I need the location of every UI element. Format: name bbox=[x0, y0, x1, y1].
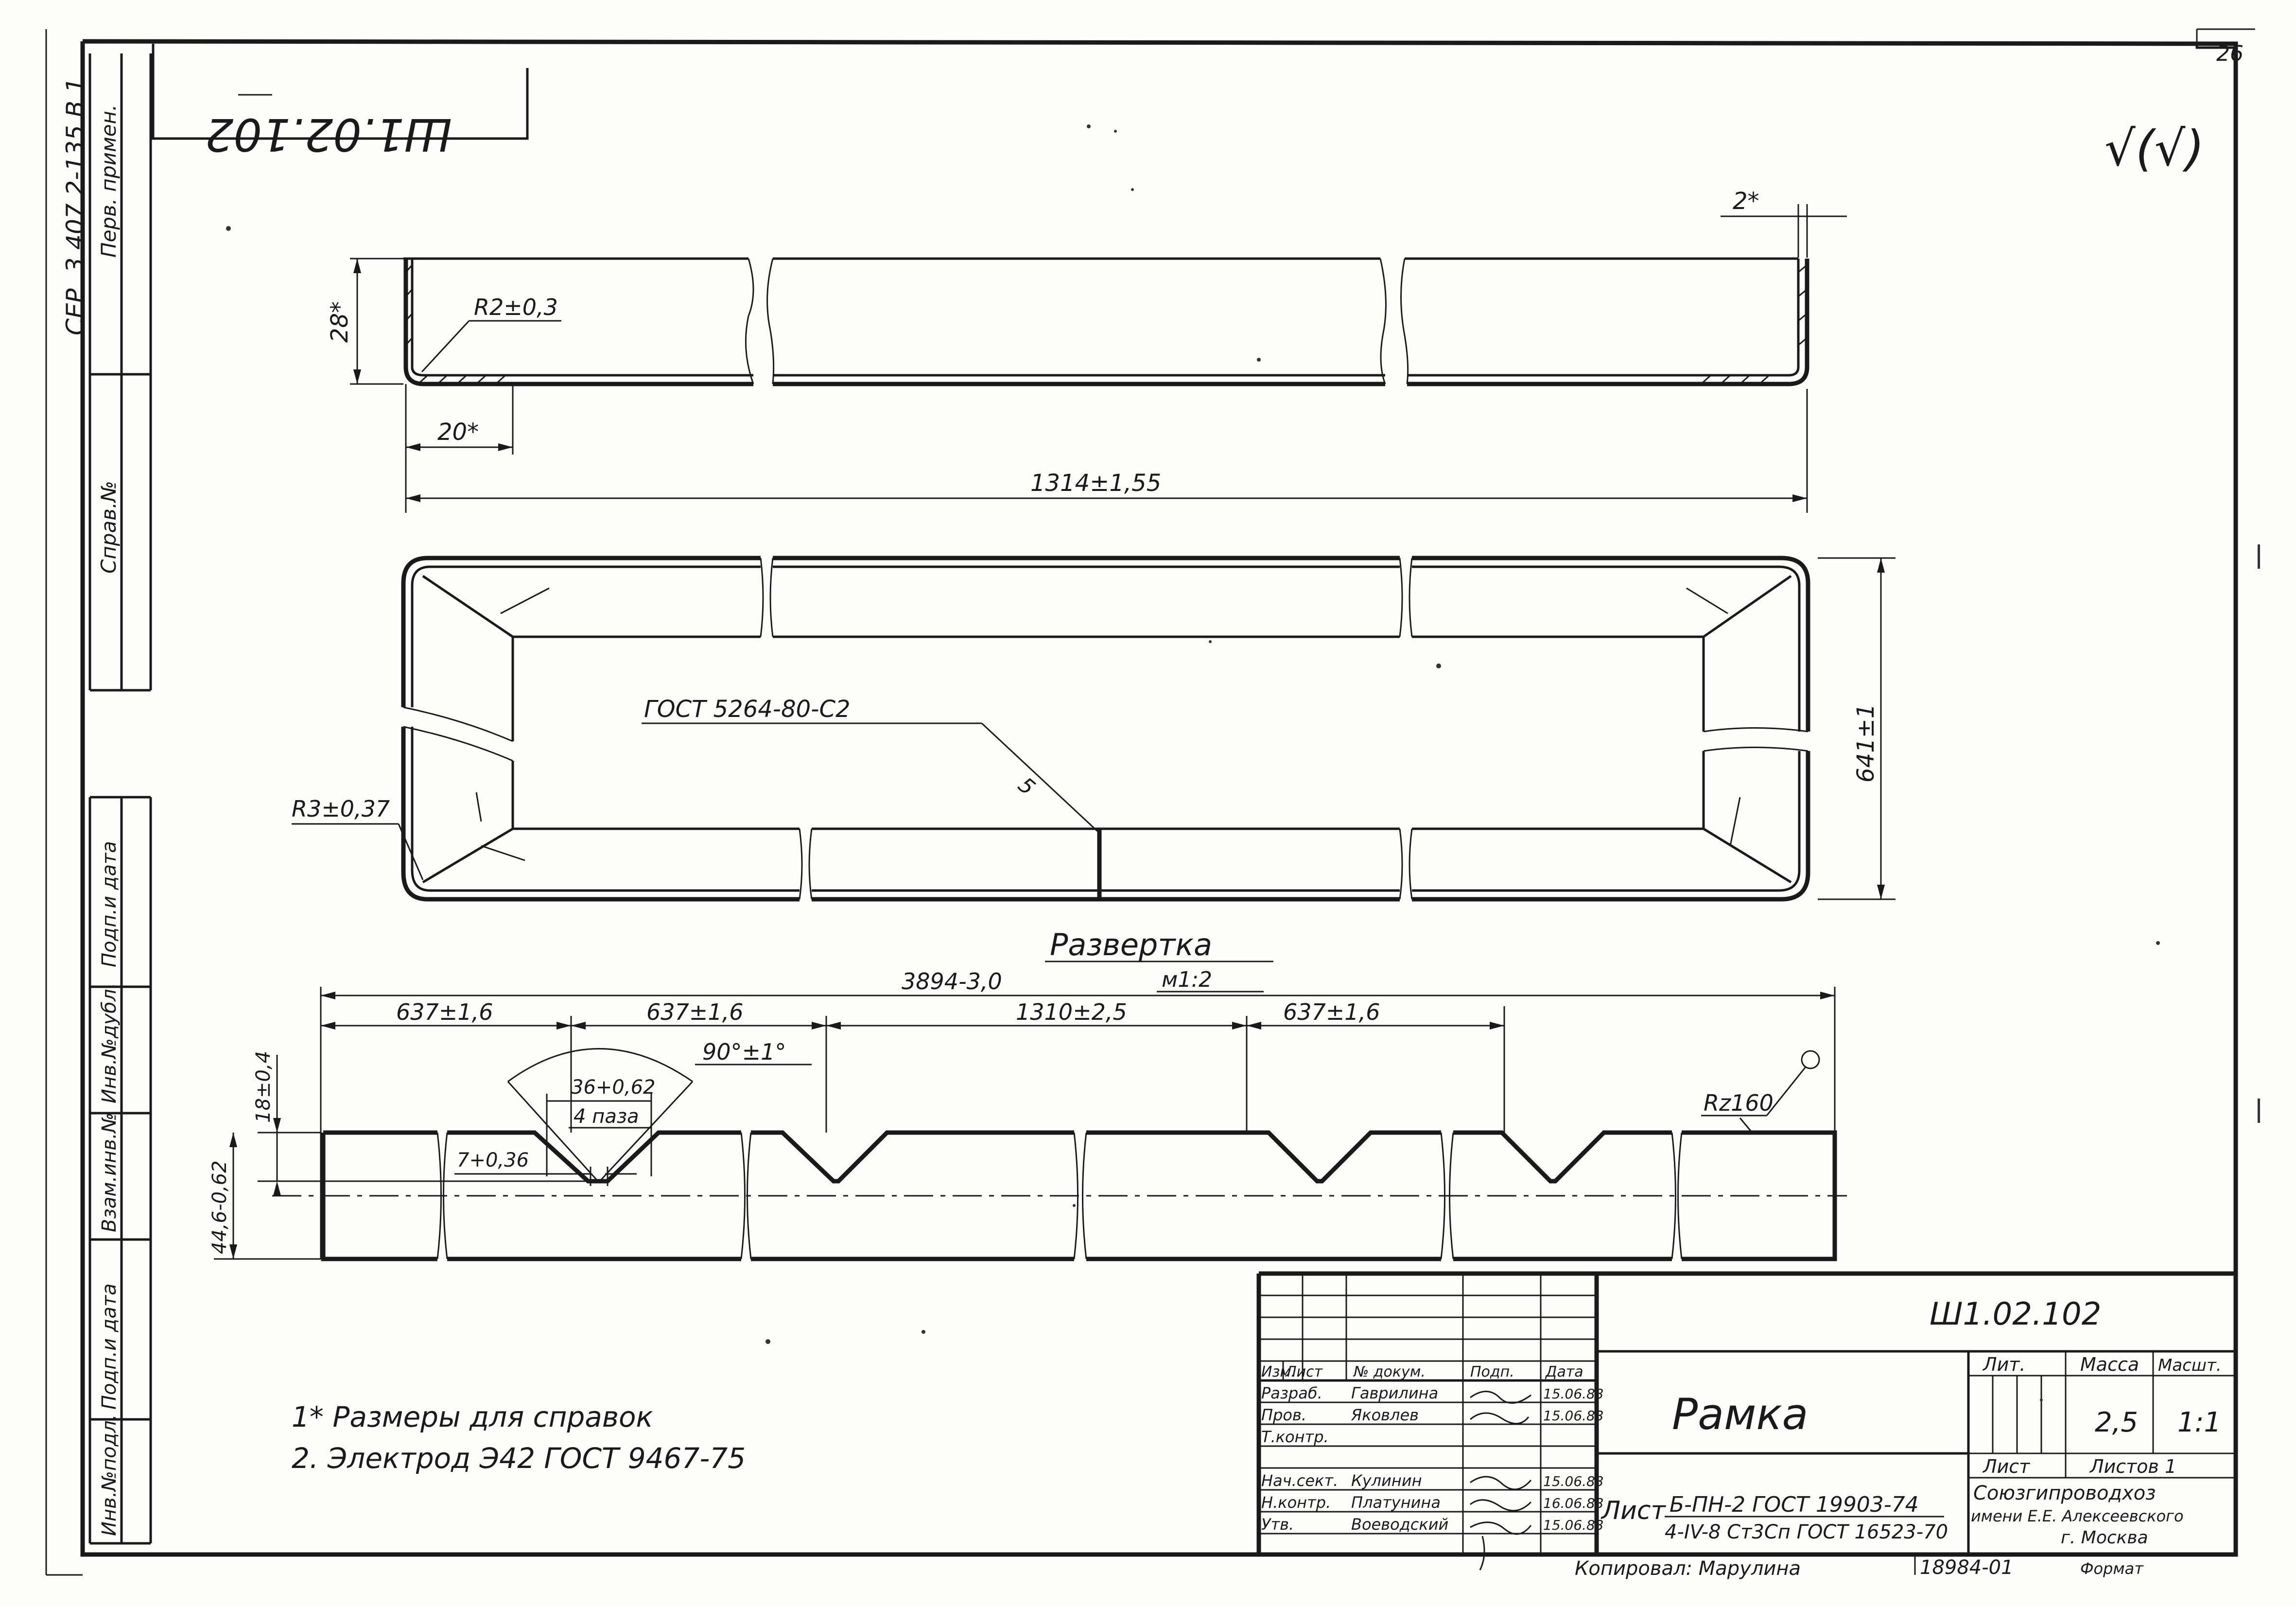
notes: 1* Размеры для справок 2. Электрод Э42 Г… bbox=[292, 1400, 746, 1475]
lit-header: Лит. bbox=[1982, 1354, 2026, 1375]
mirrored-designation-box: Ш1.02.102 bbox=[152, 44, 529, 160]
label-sprav-no: Справ.№ bbox=[97, 481, 121, 574]
name-razrab: Гаврилина bbox=[1351, 1384, 1438, 1402]
date-razrab: 15.06.83 bbox=[1543, 1386, 1604, 1402]
material-line1: Б-ПН-2 ГОСТ 19903-74 bbox=[1670, 1492, 1919, 1517]
title-block: Изм. Лист № докум. Подп. Дата Разраб. Га… bbox=[1256, 1271, 2236, 1580]
note-2: 2. Электрод Э42 ГОСТ 9467-75 bbox=[292, 1442, 746, 1475]
org-line1: Союзгипроводхоз bbox=[1973, 1482, 2156, 1504]
scale-header: Масшт. bbox=[2158, 1356, 2222, 1375]
format-label: Формат bbox=[2080, 1559, 2144, 1578]
series-designation: СЕР. 3.407.2-135 В.1. bbox=[61, 70, 89, 335]
label-vzam-inv: Взам.инв.№ bbox=[98, 1113, 121, 1232]
label-inv-podl: Инв.№подл. bbox=[98, 1414, 121, 1536]
order-number: 18984-01 bbox=[1920, 1556, 2014, 1579]
role-prov: Пров. bbox=[1261, 1406, 1306, 1424]
left-stamp-strip: СЕР. 3.407.2-135 В.1. Перв. примен. Спра… bbox=[61, 53, 152, 1545]
org-line2: имени Е.Е. Алексеевского bbox=[1971, 1507, 2184, 1525]
label-podp-data-2: Подп.и дата bbox=[98, 1283, 121, 1410]
header-list: Лист bbox=[1285, 1363, 1323, 1380]
mass-value: 2,5 bbox=[2095, 1407, 2138, 1438]
role-utv: Утв. bbox=[1261, 1515, 1294, 1534]
dim-top-2: 2* bbox=[1733, 188, 1759, 215]
sheet-header: Лист bbox=[1982, 1456, 2031, 1477]
name-utv: Воеводский bbox=[1351, 1515, 1448, 1534]
weld-leg: 5 bbox=[1013, 772, 1040, 800]
dim-total: 3894-3,0 bbox=[902, 968, 1002, 995]
label-perv-primen: Перв. примен. bbox=[97, 105, 121, 258]
mirrored-designation: Ш1.02.102 bbox=[205, 108, 452, 160]
material-line2: 4-IV-8 Ст3Сп ГОСТ 16523-70 bbox=[1665, 1521, 1948, 1543]
section-hatch bbox=[405, 264, 1808, 385]
scan-marks bbox=[226, 124, 2260, 1401]
sheet-number-box: 26 bbox=[2195, 28, 2255, 66]
name-prov: Яковлев bbox=[1351, 1406, 1419, 1424]
mass-header: Масса bbox=[2080, 1354, 2139, 1375]
dim-seg1: 637±1,6 bbox=[396, 999, 493, 1025]
name-nach-sekt: Кулинин bbox=[1351, 1471, 1422, 1490]
copied-by: Копировал: Марулина bbox=[1575, 1557, 1801, 1580]
development-view: Развертка м1:2 3894-3,0 637±1,6 637±1,6 … bbox=[209, 927, 1847, 1261]
weld-callout: ГОСТ 5264-80-С2 bbox=[644, 696, 851, 723]
sheet-frame bbox=[45, 29, 2238, 1576]
header-izm: Изм. bbox=[1261, 1363, 1296, 1380]
note-1: 1* Размеры для справок bbox=[292, 1400, 653, 1433]
part-name: Рамка bbox=[1672, 1389, 1808, 1439]
roughness-rz160: Rz160 bbox=[1704, 1090, 1774, 1116]
header-date: Дата bbox=[1545, 1363, 1583, 1380]
material-label: Лист bbox=[1600, 1496, 1666, 1525]
dim-height-28: 28* bbox=[326, 301, 353, 343]
org-line3: г. Москва bbox=[2061, 1528, 2148, 1548]
dim-notch-depth: 7+0,36 bbox=[457, 1149, 529, 1171]
signature-marks bbox=[1470, 1391, 1532, 1571]
header-sign: Подп. bbox=[1470, 1363, 1514, 1380]
role-nkontr: Н.контр. bbox=[1261, 1493, 1331, 1512]
dim-notch-width: 36+0,62 bbox=[571, 1076, 655, 1099]
dim-width-641: 641±1 bbox=[1852, 704, 1879, 783]
date-prov: 15.06.83 bbox=[1543, 1408, 1604, 1424]
dim-seg4: 637±1,6 bbox=[1283, 999, 1380, 1025]
dim-strip-height: 44,6-0,62 bbox=[209, 1160, 231, 1254]
dim-flange-height: 18±0,4 bbox=[252, 1051, 275, 1123]
dim-radius-r3: R3±0,37 bbox=[292, 796, 390, 822]
role-nach-sekt: Нач.сект. bbox=[1261, 1471, 1338, 1490]
dim-length-1314: 1314±1,55 bbox=[1030, 470, 1161, 497]
name-nkontr: Платунина bbox=[1351, 1493, 1441, 1512]
development-title: Развертка bbox=[1050, 927, 1212, 962]
date-nkontr: 16.06.83 bbox=[1543, 1495, 1604, 1511]
development-scale: м1:2 bbox=[1162, 967, 1212, 992]
dim-angle: 90°±1° bbox=[702, 1039, 786, 1065]
role-tkontr: Т.контр. bbox=[1261, 1428, 1329, 1446]
dim-radius-r2: R2±0,3 bbox=[474, 294, 558, 320]
dim-flange-20: 20* bbox=[437, 419, 479, 446]
notch-count: 4 паза bbox=[574, 1105, 639, 1128]
top-view: ГОСТ 5264-80-С2 5 R3±0,37 641±1 bbox=[292, 556, 1896, 902]
role-razrab: Разраб. bbox=[1261, 1384, 1322, 1402]
roughness-symbol: √(√) bbox=[2105, 120, 2204, 177]
date-nach-sekt: 15.06.83 bbox=[1543, 1473, 1604, 1489]
sheets-header: Листов 1 bbox=[2089, 1456, 2176, 1477]
date-utv: 15.06.83 bbox=[1543, 1517, 1604, 1533]
sheet-number: 26 bbox=[2216, 41, 2244, 66]
label-inv-dubl: Инв.№дубл. bbox=[98, 983, 121, 1103]
scale-value: 1:1 bbox=[2177, 1407, 2221, 1438]
side-view: 28* R2±0,3 20* 1314±1,55 2* bbox=[326, 188, 1847, 513]
title-designation: Ш1.02.102 bbox=[1930, 1296, 2101, 1332]
dim-seg2: 637±1,6 bbox=[646, 999, 744, 1025]
dim-seg3: 1310±2,5 bbox=[1016, 999, 1127, 1025]
label-podp-data-1: Подп.и дата bbox=[98, 841, 121, 967]
header-doc-no: № докум. bbox=[1353, 1363, 1426, 1380]
